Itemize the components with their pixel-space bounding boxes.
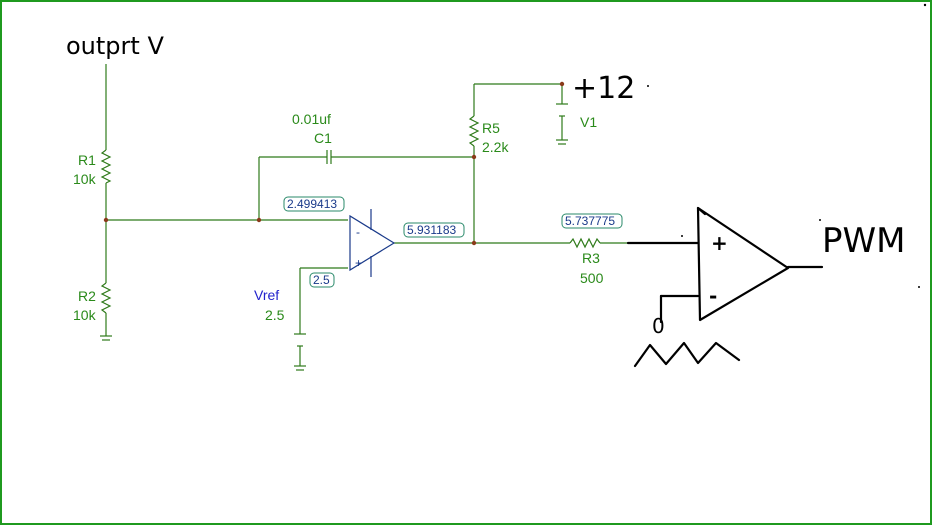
resistor-r3	[569, 237, 601, 249]
stray-dot	[923, 3, 927, 7]
probe-r3-node-value: 5.737775	[565, 214, 615, 228]
label-r3-name: R3	[582, 250, 600, 266]
probe-ref-node	[309, 272, 335, 288]
resistor-r5	[468, 115, 480, 147]
sawtooth-waveform-icon	[633, 341, 741, 368]
handwritten-minus-sign: -	[709, 284, 717, 308]
stray-dot	[819, 219, 821, 221]
node-supply	[559, 81, 565, 87]
label-r5-value: 2.2k	[482, 139, 509, 155]
opamp-1-plus-sign: +	[355, 256, 362, 270]
label-r1-value: 10k	[73, 171, 97, 187]
handwritten-plus-sign: +	[711, 231, 728, 255]
opamp-1-minus-sign: -	[356, 225, 360, 239]
probe-opamp-output-value: 5.931183	[407, 223, 456, 237]
resistor-r2	[100, 282, 112, 314]
probe-inverting-input	[283, 196, 345, 212]
label-c1-name: C1	[314, 130, 332, 146]
wires	[105, 64, 628, 366]
ground-vref	[294, 365, 306, 371]
label-r3-value: 500	[580, 270, 604, 286]
label-vref-value: 2.5	[265, 307, 285, 323]
battery-v1	[556, 103, 568, 117]
stray-dot	[918, 286, 920, 288]
probe-ref-node-value: 2.5	[313, 273, 330, 287]
label-r2-value: 10k	[73, 307, 97, 323]
probe-r3-node	[561, 213, 623, 229]
label-vref-name: Vref	[254, 287, 279, 303]
ground-v1	[556, 139, 568, 145]
node-c1-junction	[256, 217, 262, 223]
probe-inverting-input-value: 2.499413	[287, 197, 337, 211]
label-c1-value: 0.01uf	[292, 111, 331, 127]
node-r5-c1	[471, 154, 477, 160]
junction-nodes	[103, 81, 565, 246]
opamp-1	[349, 209, 396, 277]
handwritten-output-label: outprt V	[66, 32, 164, 60]
handwritten-comparator	[626, 206, 824, 324]
handwritten-ramp-zero: 0	[652, 314, 665, 338]
battery-vref	[294, 333, 306, 347]
node-divider-mid	[103, 217, 109, 223]
label-r5-name: R5	[482, 120, 500, 136]
ground-r2	[100, 335, 112, 341]
handwritten-supply-label: +12	[572, 71, 635, 106]
label-r1-name: R1	[78, 152, 96, 168]
probe-opamp-output	[403, 222, 465, 238]
node-output	[471, 240, 477, 246]
stray-dot	[681, 235, 683, 237]
label-r2-name: R2	[78, 288, 96, 304]
label-v1-name: V1	[580, 114, 597, 130]
stray-dot	[647, 85, 649, 87]
handwritten-pwm-label: PWM	[822, 221, 905, 261]
resistor-r1	[100, 149, 112, 184]
